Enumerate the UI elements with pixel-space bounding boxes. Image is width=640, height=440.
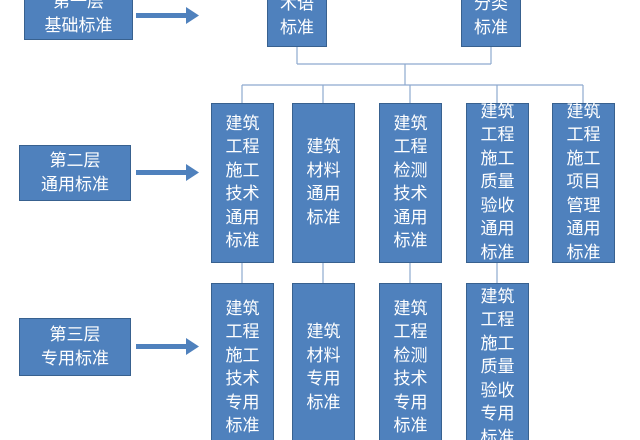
arrow-layer-3: [136, 338, 199, 355]
general-box-quality-acceptance: 建筑工程施工质量验收通用标准: [466, 101, 529, 263]
specific-box-inspection-technology: 建筑工程检测技术专用标准: [379, 283, 442, 440]
general-box-inspection-technology: 建筑工程检测技术通用标准: [379, 103, 442, 263]
specific-box-text: 建筑工程检测技术专用标准: [393, 298, 428, 437]
layer-box-foundation: 第一层 基础标准: [24, 0, 133, 40]
top-box-line2: 标准: [280, 18, 314, 38]
general-box-text: 建筑工程施工质量验收通用标准: [480, 101, 515, 263]
layer-label-line2: 专用标准: [41, 349, 109, 369]
general-box-text: 建筑工程施工技术通用标准: [225, 113, 260, 252]
top-box-line1: 分类: [474, 0, 508, 14]
general-box-construction-technology: 建筑工程施工技术通用标准: [211, 103, 274, 263]
layer-box-specific: 第三层 专用标准: [19, 318, 131, 376]
layer-label-line2: 基础标准: [44, 16, 113, 36]
layer-label-line1: 第一层: [53, 0, 104, 12]
specific-box-building-materials: 建筑材料专用标准: [292, 283, 355, 440]
top-box-line1: 术语: [280, 0, 314, 14]
arrow-layer-1: [136, 7, 199, 24]
specific-box-quality-acceptance: 建筑工程施工质量验收专用标准: [466, 283, 529, 440]
top-box-line2: 标准: [474, 18, 508, 38]
arrow-layer-2: [136, 164, 199, 181]
general-box-project-management: 建筑工程施工项目管理通用标准: [552, 101, 615, 263]
specific-box-construction-technology: 建筑工程施工技术专用标准: [211, 283, 274, 440]
top-box-classification: 分类 标准: [461, 0, 521, 47]
specific-box-text: 建筑工程施工技术专用标准: [225, 298, 260, 437]
specific-box-text: 建筑工程施工质量验收专用标准: [480, 286, 515, 440]
layer-label-line2: 通用标准: [41, 175, 109, 195]
general-box-text: 建筑材料通用标准: [306, 137, 341, 228]
general-box-text: 建筑工程施工项目管理通用标准: [566, 101, 601, 263]
general-box-building-materials: 建筑材料通用标准: [292, 103, 355, 263]
top-box-terminology: 术语 标准: [267, 0, 327, 47]
layer-label-line1: 第二层: [49, 151, 101, 171]
layer-box-general: 第二层 通用标准: [19, 145, 131, 201]
layer-label-line1: 第三层: [49, 325, 101, 345]
specific-box-text: 建筑材料专用标准: [306, 322, 341, 413]
general-box-text: 建筑工程检测技术通用标准: [393, 113, 428, 252]
